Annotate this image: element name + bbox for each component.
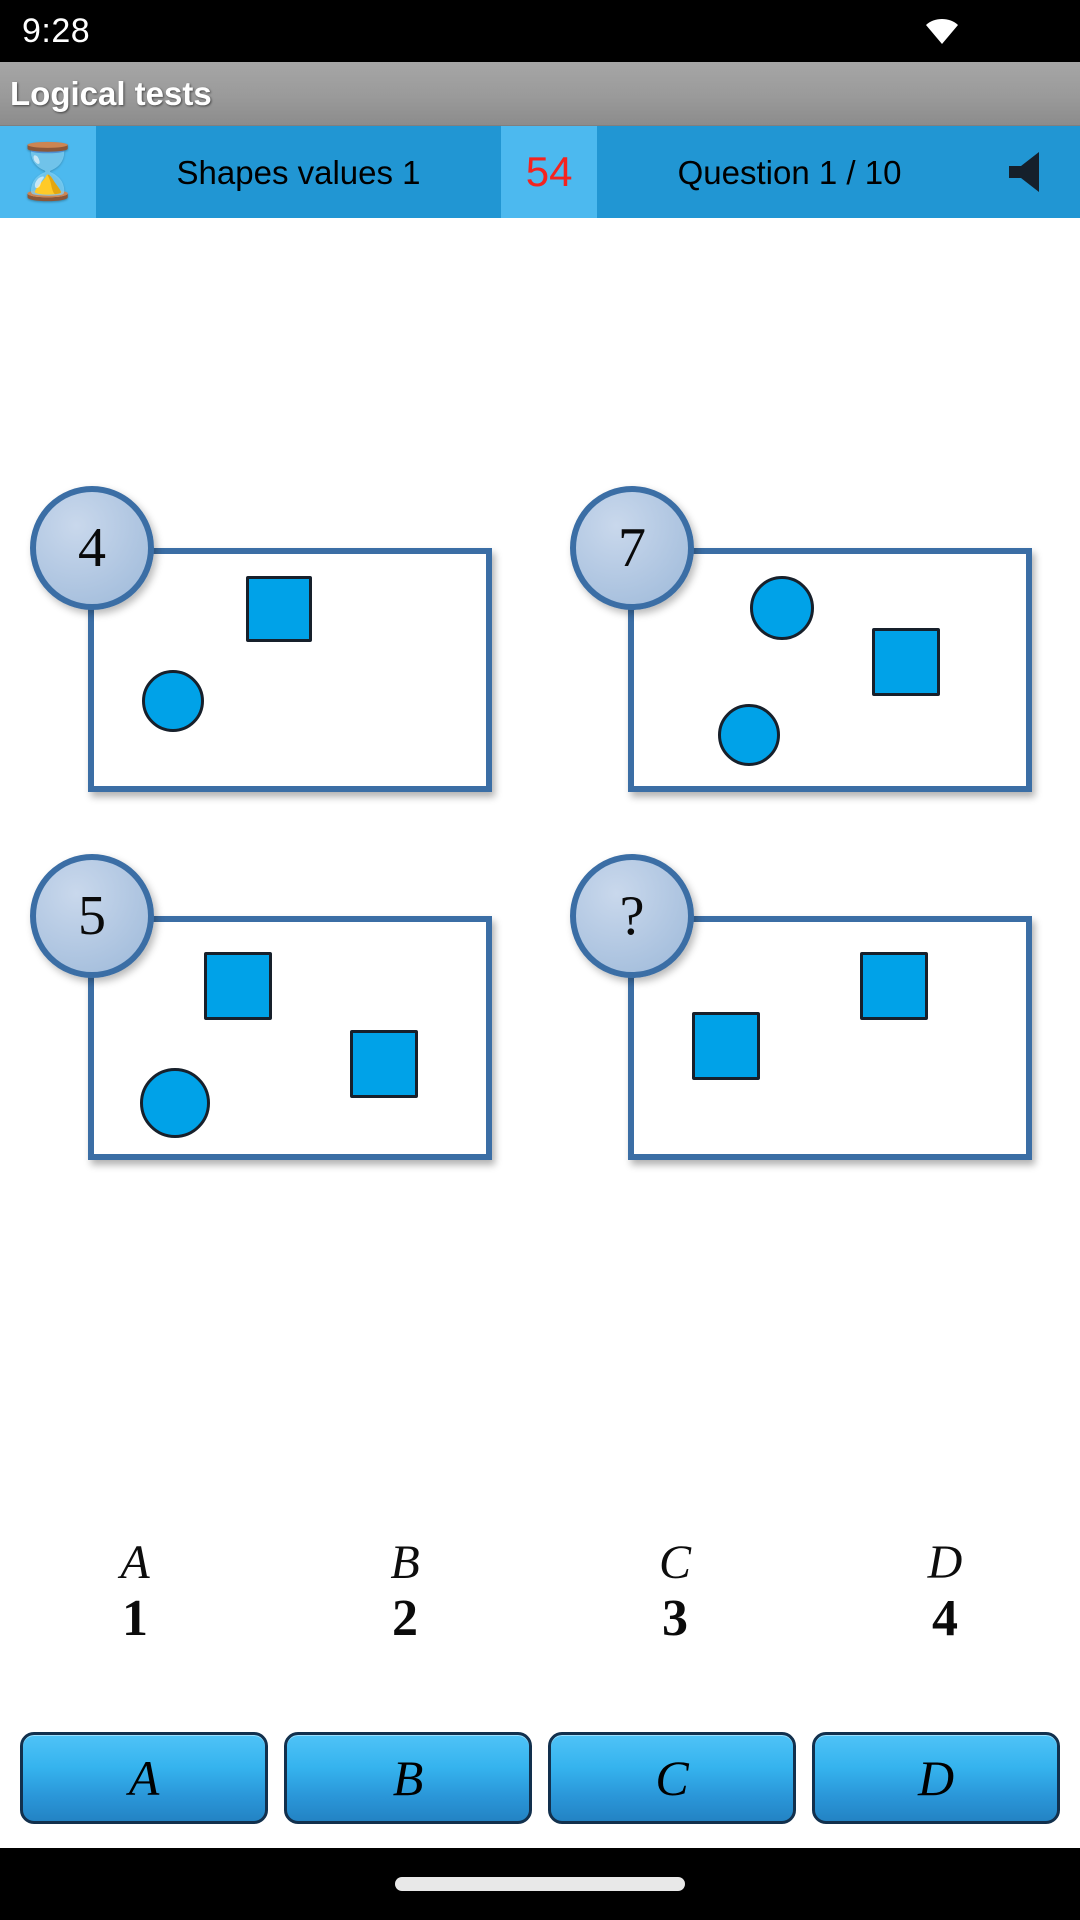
- sound-toggle-button[interactable]: [982, 126, 1080, 218]
- panel-shapes: [628, 916, 1032, 1160]
- legend-value: 2: [392, 1590, 418, 1648]
- panel-badge-unknown: ?: [570, 854, 694, 978]
- page-title: Logical tests: [10, 75, 212, 112]
- shape-circle: [718, 704, 780, 766]
- shape-circle: [140, 1068, 210, 1138]
- quiz-toolbar: ⌛ Shapes values 1 54 Question 1 / 10: [0, 126, 1080, 218]
- legend-item: B 2: [270, 1536, 540, 1648]
- legend-letter: B: [390, 1536, 420, 1589]
- answer-button-d[interactable]: D: [812, 1732, 1060, 1824]
- shape-square: [350, 1030, 418, 1098]
- home-indicator[interactable]: [395, 1877, 685, 1891]
- answer-legend: A 1 B 2 C 3 D 4: [0, 1536, 1080, 1648]
- panel-frame: [628, 548, 1032, 792]
- legend-item: D 4: [810, 1536, 1080, 1648]
- legend-value: 4: [932, 1590, 958, 1648]
- panel-badge-value: 4: [78, 517, 106, 579]
- panel-badge: 5: [30, 854, 154, 978]
- timer-button[interactable]: ⌛: [0, 126, 96, 218]
- shape-circle: [142, 670, 204, 732]
- system-status-bar: 9:28: [0, 0, 1080, 62]
- legend-letter: A: [120, 1536, 150, 1589]
- legend-item: C 3: [540, 1536, 810, 1648]
- panel-badge: 4: [30, 486, 154, 610]
- puzzle-panel: 7: [540, 486, 1080, 796]
- shape-square: [692, 1012, 760, 1080]
- answer-button-c[interactable]: C: [548, 1732, 796, 1824]
- panel-badge-value: 7: [618, 517, 646, 579]
- puzzle-panel: 4: [0, 486, 540, 796]
- legend-letter: D: [927, 1536, 963, 1589]
- question-progress-label: Question 1 / 10: [597, 126, 982, 218]
- shape-circle: [750, 576, 814, 640]
- panel-frame: [88, 916, 492, 1160]
- speaker-icon: [1009, 152, 1039, 192]
- status-clock: 9:28: [22, 12, 91, 50]
- countdown-timer: 54: [501, 126, 598, 218]
- legend-value: 3: [662, 1590, 688, 1648]
- puzzle-area: 4 7: [0, 218, 1080, 1848]
- panel-shapes: [88, 548, 492, 792]
- puzzle-panel-grid: 4 7: [0, 486, 1080, 1164]
- shape-square: [872, 628, 940, 696]
- panel-badge-value: 5: [78, 885, 106, 947]
- puzzle-panel: ?: [540, 854, 1080, 1164]
- legend-item: A 1: [0, 1536, 270, 1648]
- system-nav-bar: [0, 1848, 1080, 1920]
- status-indicators: [924, 16, 1052, 46]
- panel-shapes: [628, 548, 1032, 792]
- legend-value: 1: [122, 1590, 148, 1648]
- legend-letter: C: [658, 1536, 691, 1589]
- answer-button-b[interactable]: B: [284, 1732, 532, 1824]
- shape-square: [860, 952, 928, 1020]
- hourglass-icon: ⌛: [14, 142, 82, 202]
- puzzle-panel: 5: [0, 854, 540, 1164]
- panel-shapes: [88, 916, 492, 1160]
- panel-badge-value: ?: [619, 885, 645, 947]
- wifi-icon: [926, 19, 958, 44]
- app-title-bar: Logical tests: [0, 62, 1080, 126]
- answer-button-a[interactable]: A: [20, 1732, 268, 1824]
- answer-button-bar: A B C D: [0, 1708, 1080, 1848]
- shape-square: [246, 576, 312, 642]
- panel-badge: 7: [570, 486, 694, 610]
- shape-square: [204, 952, 272, 1020]
- test-name-label: Shapes values 1: [96, 126, 502, 218]
